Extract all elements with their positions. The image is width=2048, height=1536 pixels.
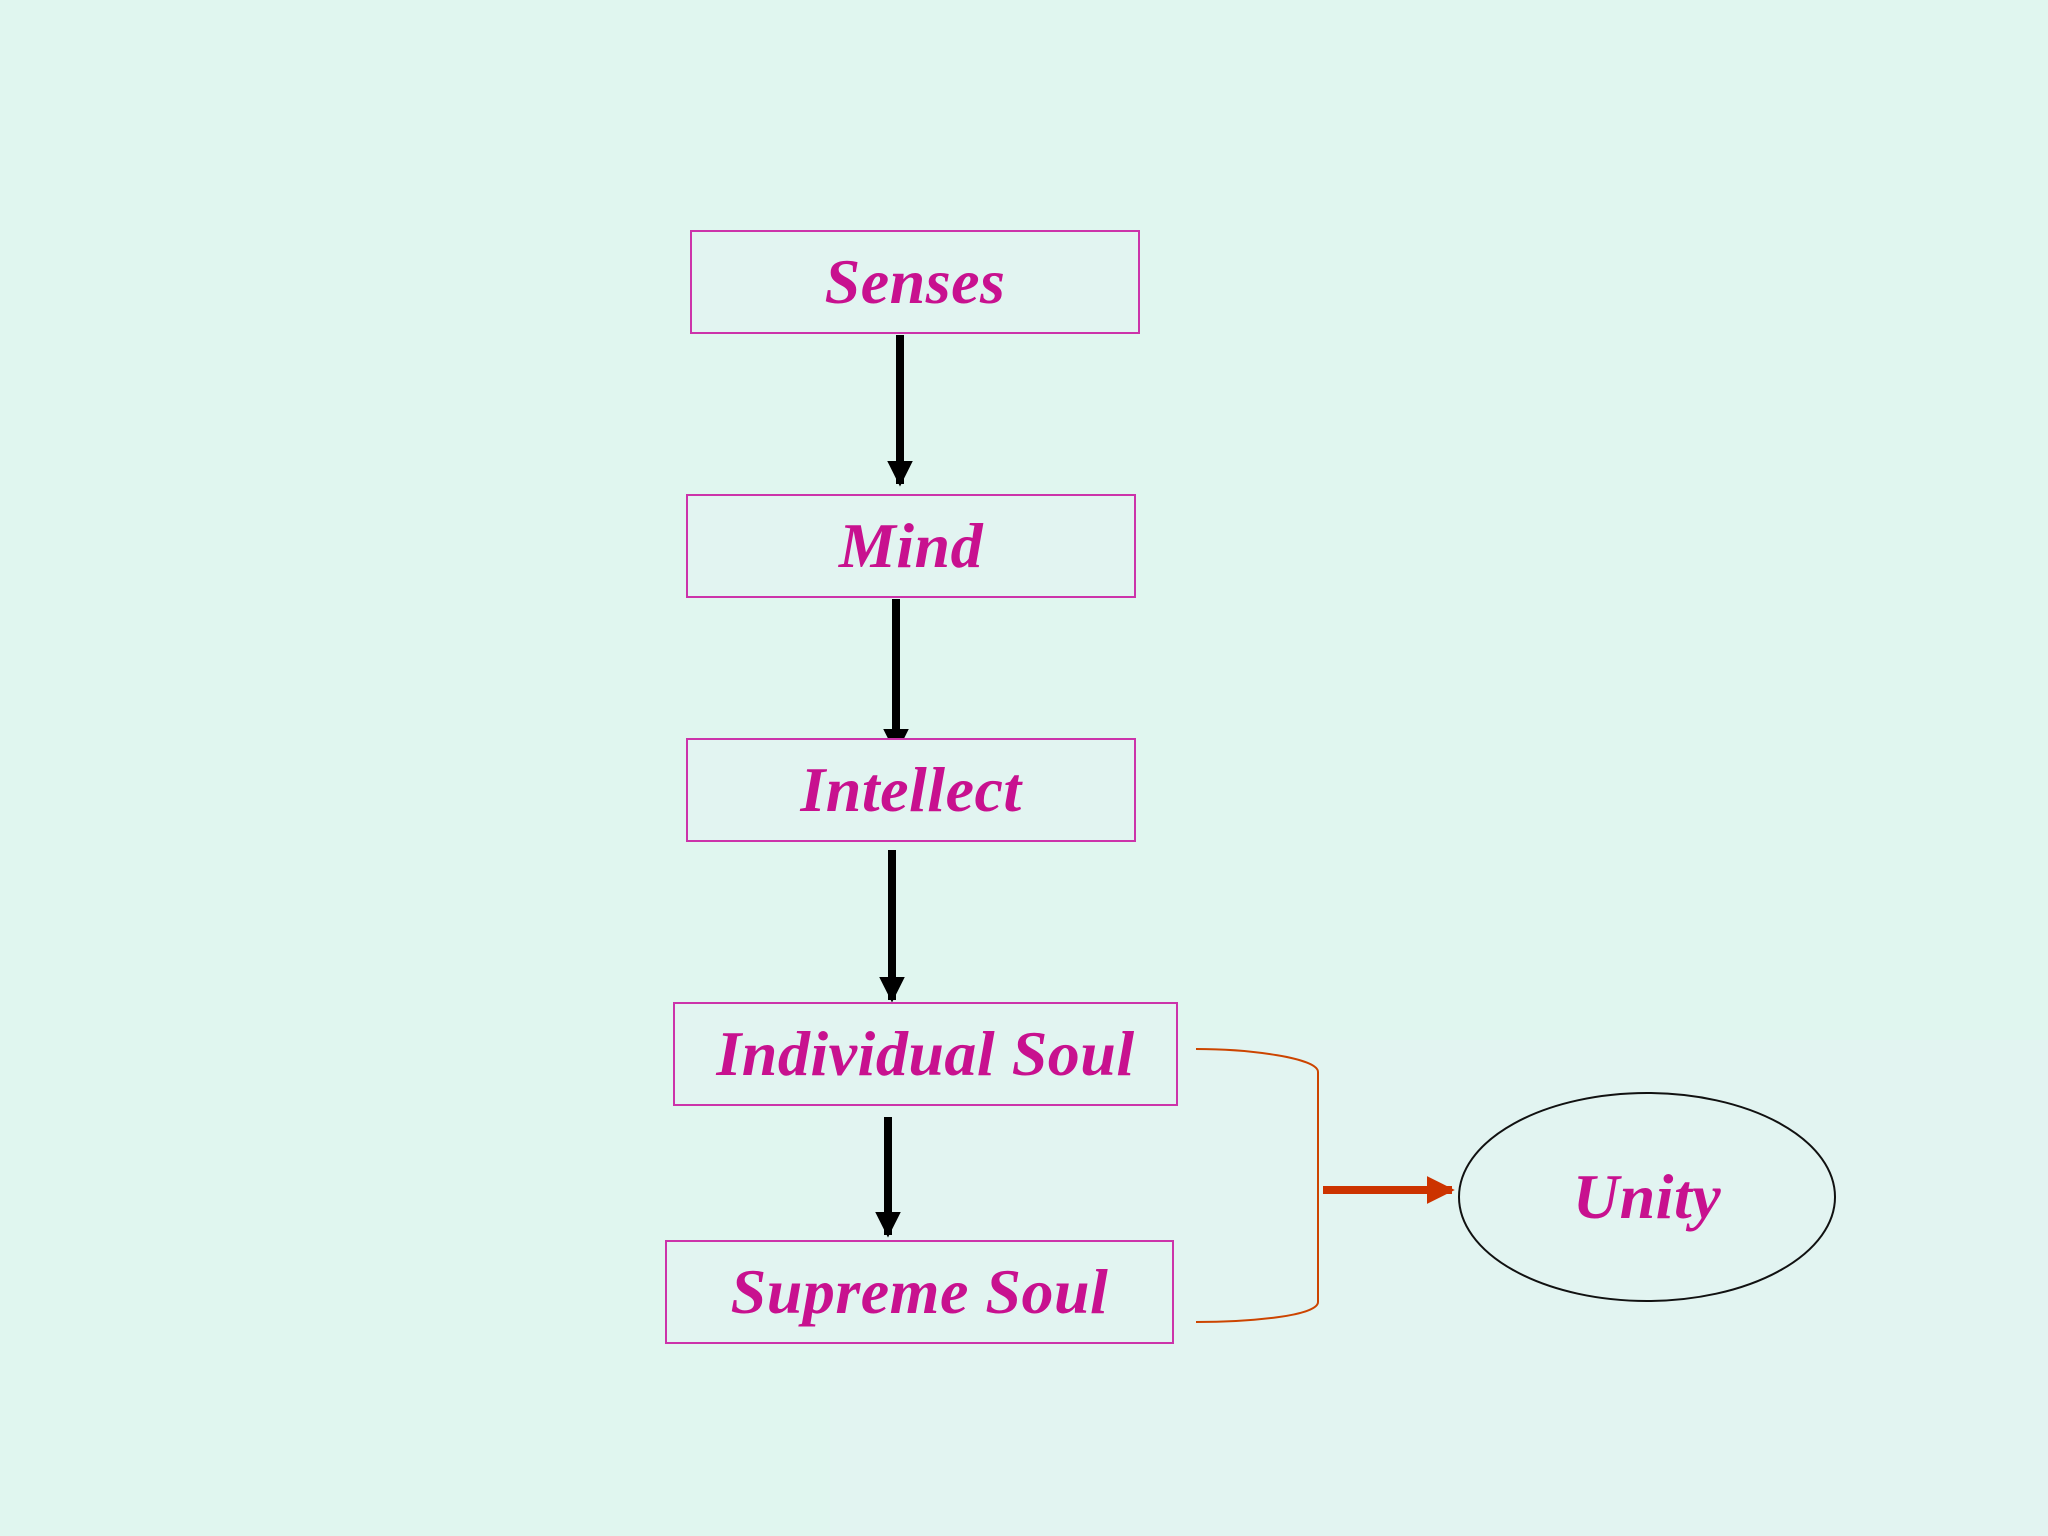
node-unity-label: Unity [1572,1161,1722,1232]
node-mind-label: Mind [838,510,984,581]
node-senses: Senses [690,230,1140,334]
node-individual-soul: Individual Soul [673,1002,1178,1106]
node-intellect-label: Intellect [800,754,1022,825]
node-individual-soul-label: Individual Soul [716,1018,1135,1089]
node-supreme-soul: Supreme Soul [665,1240,1174,1344]
node-supreme-soul-label: Supreme Soul [730,1256,1109,1327]
node-mind: Mind [686,494,1136,598]
node-senses-label: Senses [824,246,1006,317]
node-unity: Unity [1458,1092,1836,1302]
node-intellect: Intellect [686,738,1136,842]
